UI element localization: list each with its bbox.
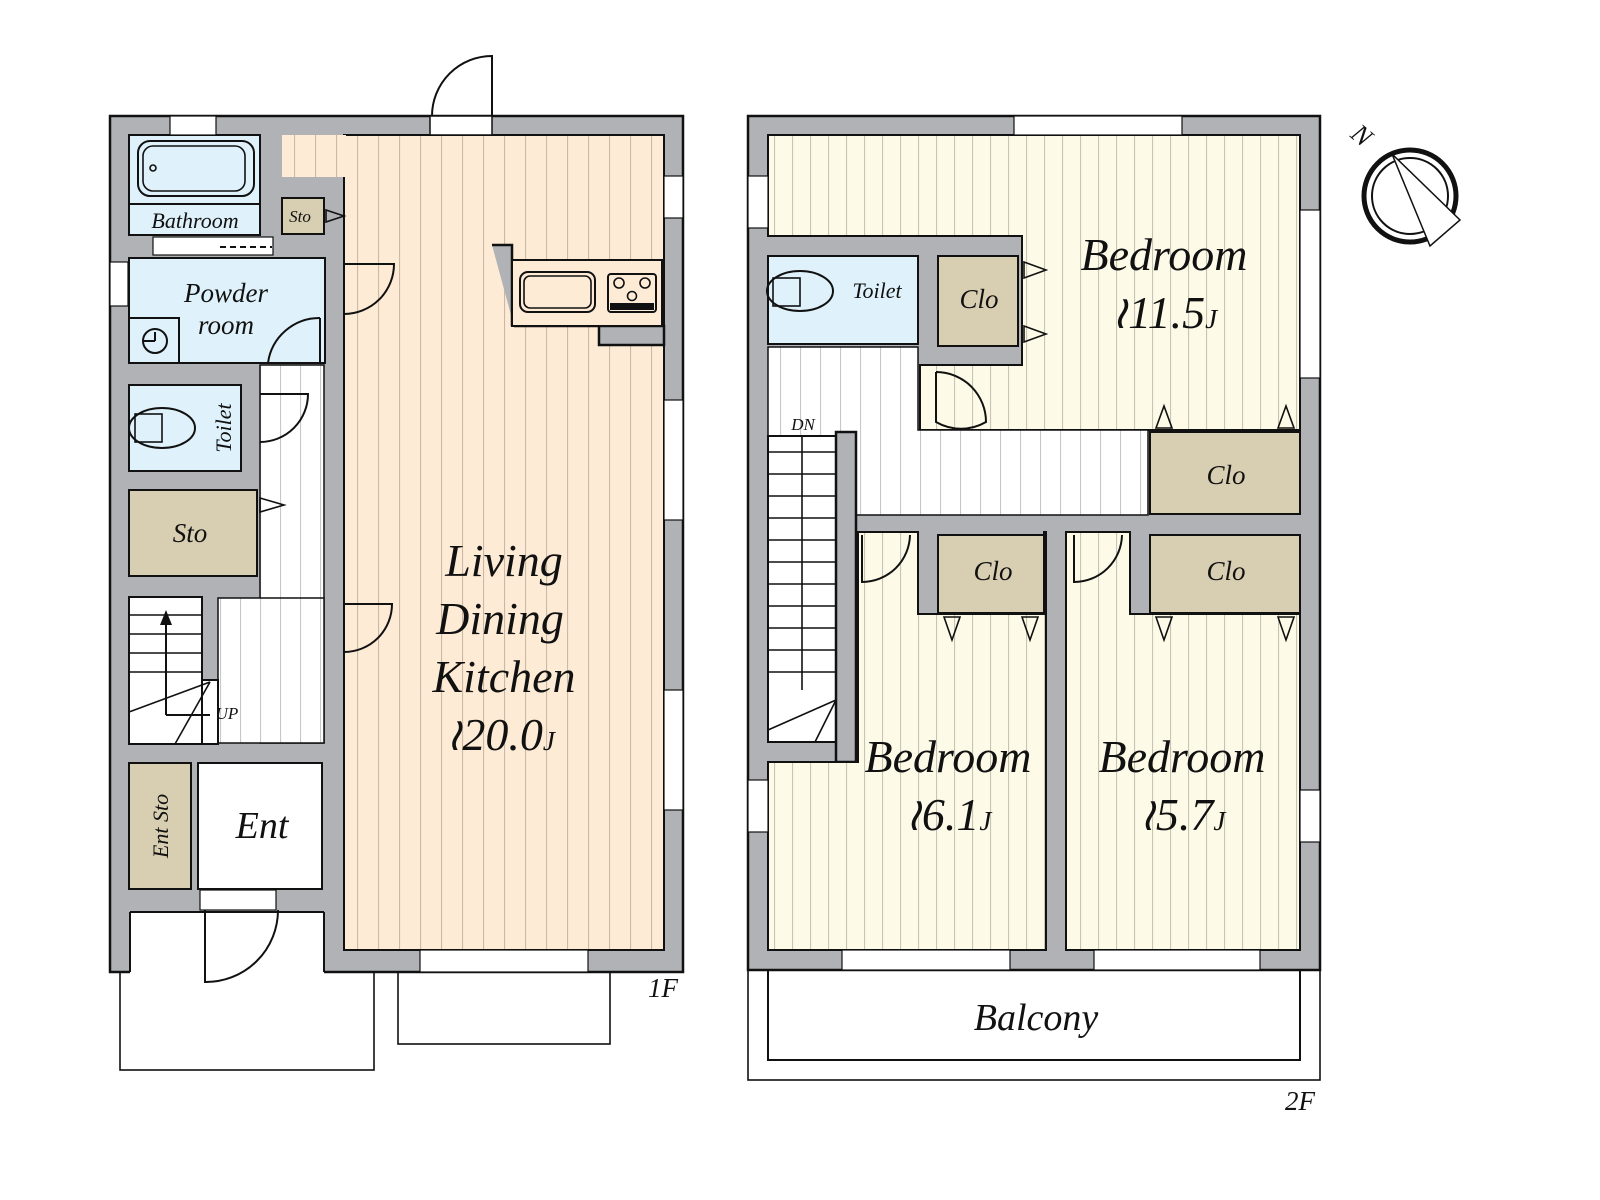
stove-icon <box>607 273 657 313</box>
window <box>1093 949 1261 971</box>
closet-2 <box>1149 431 1301 515</box>
floor-label-2f: 2F <box>1285 1086 1316 1116</box>
room-label-ent: Ent <box>235 805 290 847</box>
stairs-down-label: DN <box>790 415 816 434</box>
toilet-icon <box>766 270 834 312</box>
porch-recess <box>130 912 324 974</box>
floor-1f: Bathroom Sto Powder room Toilet Sto <box>108 54 685 1071</box>
entrance-storage <box>128 762 192 890</box>
room-label-powder-2: room <box>198 310 254 340</box>
window <box>841 949 1011 971</box>
room-label-ldk-2: Dining <box>435 593 564 644</box>
front-door[interactable] <box>199 889 277 911</box>
door-swing <box>267 316 321 364</box>
storage-1f <box>128 489 258 577</box>
window <box>663 689 684 811</box>
stairs-up-label: UP <box>216 704 239 723</box>
door-swing <box>204 909 279 984</box>
window <box>1299 209 1321 379</box>
window <box>663 175 684 219</box>
room-area-bedroom-2: ≀6.1J <box>905 789 994 840</box>
entrance-porch <box>119 971 375 1071</box>
balcony <box>767 969 1301 1061</box>
storage-small <box>281 197 325 235</box>
ldk-alcove <box>282 135 346 177</box>
window <box>419 949 589 973</box>
bathroom <box>128 134 261 236</box>
ldk-exterior-door[interactable] <box>429 115 493 136</box>
toilet-icon <box>128 407 196 449</box>
bathtub-icon <box>137 140 255 197</box>
room-label-bedroom-main: Bedroom <box>1081 229 1248 280</box>
ldk-hall-door[interactable] <box>343 603 394 653</box>
closet-4 <box>1149 534 1301 614</box>
floor-label-1f: 1F <box>648 973 679 1003</box>
hallway-lower <box>217 597 325 744</box>
room-label-ent-sto: Ent Sto <box>148 794 173 859</box>
room-label-ldk-3: Kitchen <box>431 651 575 702</box>
compass-icon: N <box>1344 117 1462 248</box>
door-swing <box>431 54 493 117</box>
bedroom-2 <box>767 531 1047 951</box>
terrace <box>397 971 611 1045</box>
floor-2f: Balcony Bedroom ≀11.5J Toilet Clo <box>746 114 1322 1116</box>
closet-1 <box>937 255 1019 347</box>
sink-icon <box>519 271 596 313</box>
room-label-bedroom-3: Bedroom <box>1099 731 1266 782</box>
room-label-powder-1: Powder <box>183 278 268 308</box>
toilet-door[interactable] <box>259 393 310 443</box>
room-label-clo-3: Clo <box>973 556 1012 586</box>
room-label-toilet-1f: Toilet <box>211 402 236 452</box>
bedroom-main-door[interactable] <box>935 371 988 430</box>
room-label-ldk-1: Living <box>444 535 563 586</box>
compass-north-label: N <box>1344 117 1379 153</box>
bedroom-3-door[interactable] <box>1073 534 1123 584</box>
room-label-clo-1: Clo <box>959 284 998 314</box>
entrance <box>197 762 323 890</box>
room-area-ldk: ≀20.0J <box>445 709 557 760</box>
room-area-bedroom-3: ≀5.7J <box>1139 789 1228 840</box>
room-label-clo-4: Clo <box>1206 556 1245 586</box>
room-area-bedroom-main: ≀11.5J <box>1111 287 1219 338</box>
kitchen-counter <box>511 259 663 327</box>
room-label-balcony: Balcony <box>974 997 1099 1039</box>
window <box>109 261 129 307</box>
window <box>663 399 684 521</box>
bedroom-2-door[interactable] <box>861 534 911 584</box>
powder-door[interactable] <box>343 263 396 315</box>
room-label-sto: Sto <box>173 518 208 548</box>
window <box>747 175 769 229</box>
closet-3 <box>937 534 1045 614</box>
room-label-bathroom: Bathroom <box>151 208 238 233</box>
room-label-sto-small: Sto <box>289 207 311 226</box>
window <box>169 115 217 136</box>
window <box>1299 789 1321 843</box>
window <box>747 779 769 833</box>
room-label-bedroom-2: Bedroom <box>865 731 1032 782</box>
window <box>1013 115 1183 136</box>
room-label-clo-2: Clo <box>1206 460 1245 490</box>
room-label-toilet-2f: Toilet <box>852 278 902 303</box>
